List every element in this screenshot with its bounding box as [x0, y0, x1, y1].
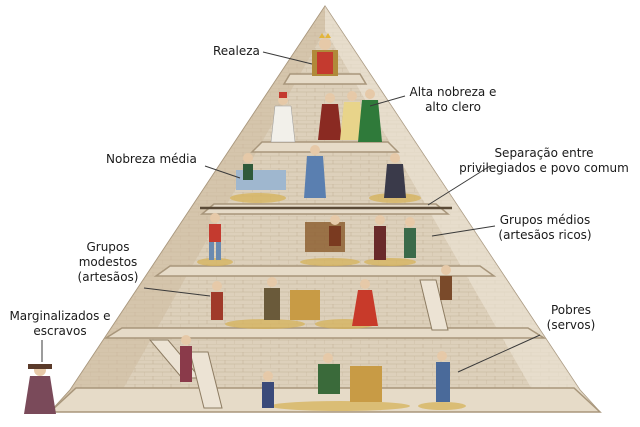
label-pobres: Pobres (servos) [536, 303, 606, 333]
label-marginalizados-line2: escravos [33, 324, 87, 338]
ground-patches [197, 193, 466, 411]
label-marginalizados: Marginalizados e escravos [4, 309, 116, 339]
label-alta-nobreza-line1: Alta nobreza e [409, 85, 497, 99]
artisan-figure-icon [209, 213, 416, 260]
label-alta-nobreza-line2: alto clero [425, 100, 481, 114]
middle-noble-figure-icon [236, 145, 406, 198]
leader-lines [41, 51, 541, 373]
label-grupos-modestos-line3: (artesãos) [77, 270, 139, 284]
label-grupos-medios: Grupos médios (artesãos ricos) [490, 213, 600, 243]
noble-figure-icon [318, 89, 382, 142]
label-grupos-medios-line2: (artesãos ricos) [498, 228, 592, 242]
label-separacao: Separação entre privilegiados e povo com… [452, 146, 636, 176]
label-realeza: Realeza [213, 44, 260, 58]
label-pobres-line2: (servos) [546, 318, 596, 332]
label-separacao-line2: privilegiados e povo comum [459, 161, 629, 175]
label-nobreza-media: Nobreza média [106, 152, 197, 166]
label-marginalizados-line1: Marginalizados e [9, 309, 111, 323]
clergy-figure-icon [270, 92, 296, 143]
label-grupos-medios-line1: Grupos médios [499, 213, 591, 227]
label-separacao-line1: Separação entre [494, 146, 594, 160]
label-grupos-modestos-line2: modestos [78, 255, 138, 269]
peasant-figure-icon [180, 265, 452, 408]
label-grupos-modestos: Grupos modestos (artesãos) [66, 240, 150, 285]
king-figure-icon [312, 33, 338, 76]
label-pobres-line1: Pobres [550, 303, 592, 317]
label-alta-nobreza: Alta nobreza e alto clero [405, 85, 501, 115]
beggar-figure-icon [24, 364, 56, 414]
label-grupos-modestos-line1: Grupos [86, 240, 130, 254]
staircase [148, 279, 449, 409]
